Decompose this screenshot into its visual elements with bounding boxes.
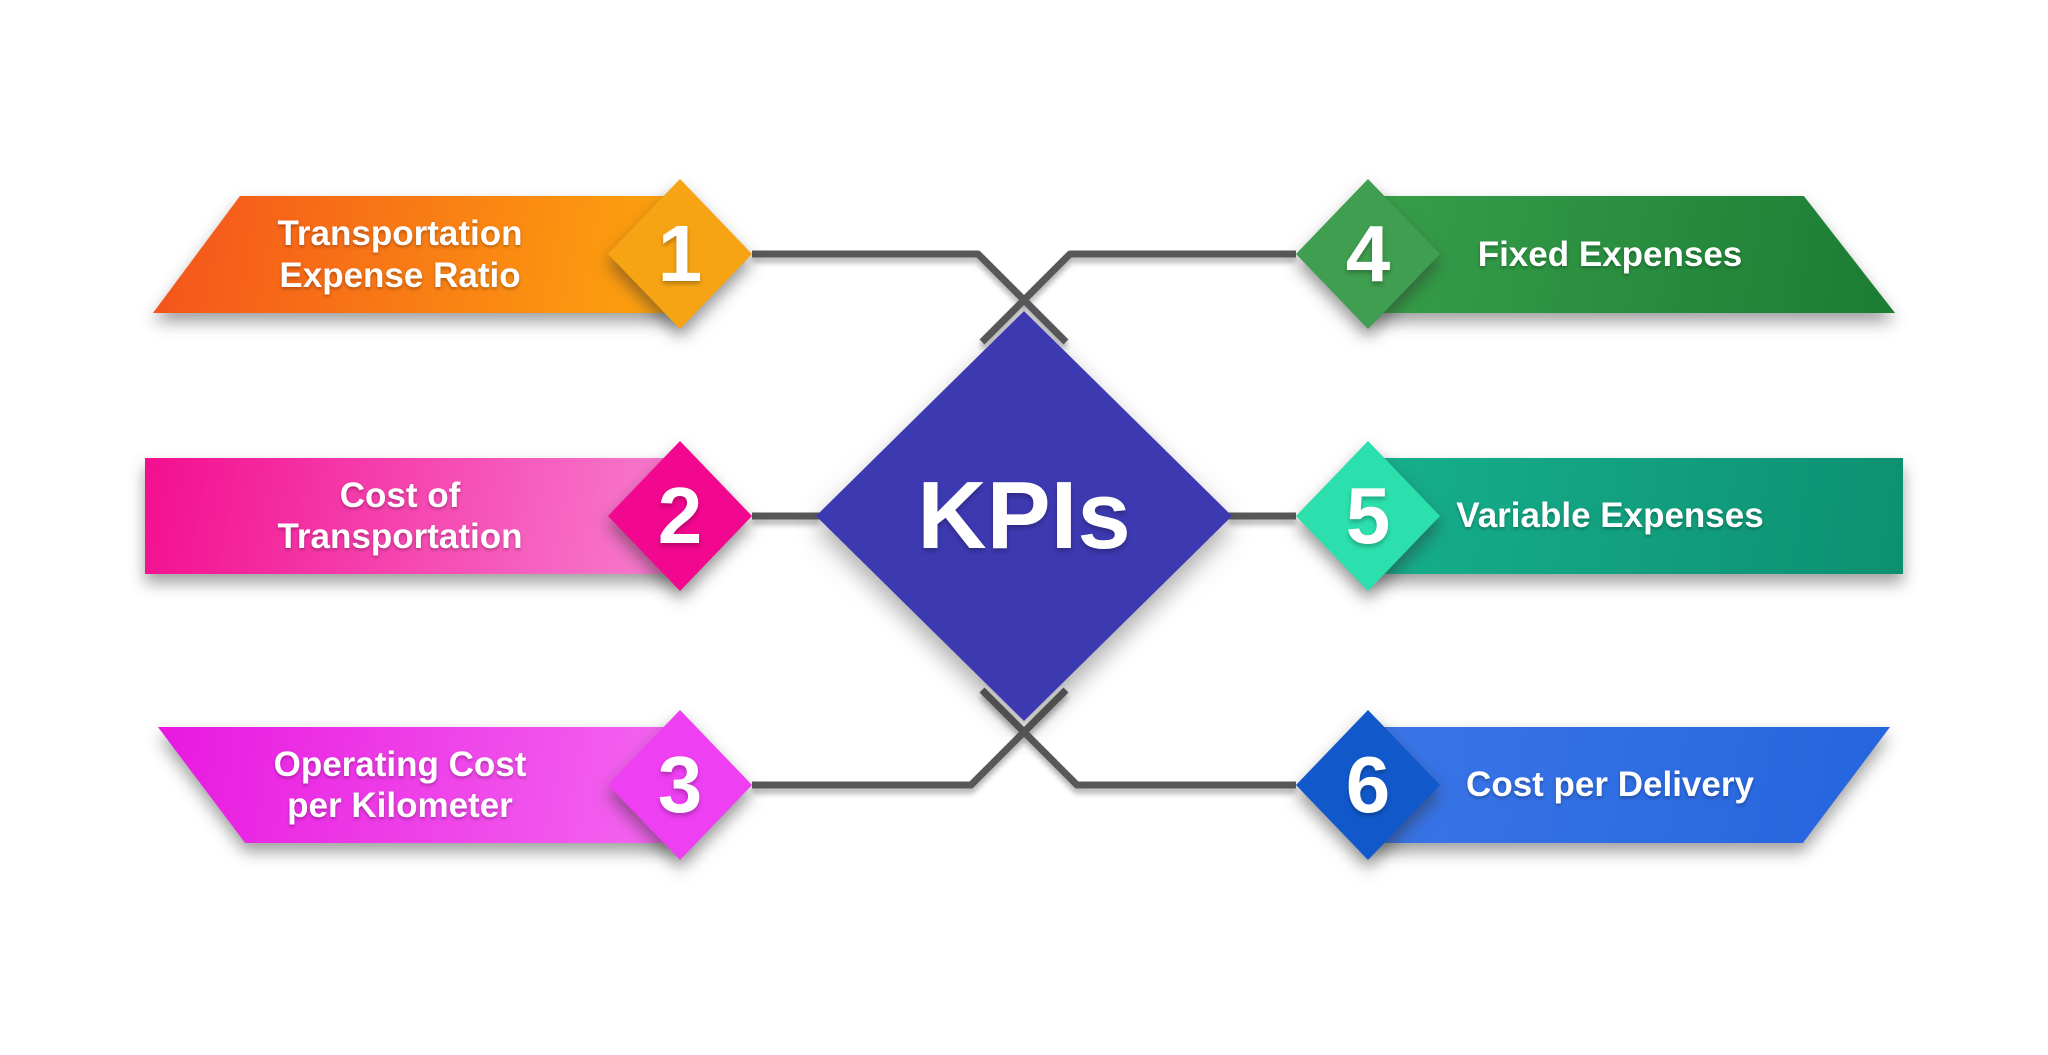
item-3-label: Operating Cost per Kilometer <box>273 744 527 825</box>
item-3-number: 3 <box>657 740 703 829</box>
item-1-label: Transportation Expense Ratio <box>277 214 523 295</box>
item-1-banner <box>153 196 680 313</box>
item-3-number-diamond: 3 <box>608 710 752 860</box>
center-kpi-label: KPIs <box>917 462 1131 569</box>
item-4-banner <box>1368 196 1895 313</box>
item-5-label: Variable Expenses <box>1456 496 1764 536</box>
connector-item-4 <box>979 250 1296 345</box>
connector-item-1 <box>752 250 1069 345</box>
item-4-number-diamond: 4 <box>1296 179 1440 329</box>
item-6-number: 6 <box>1345 740 1391 829</box>
item-5-number-diamond: 5 <box>1296 441 1440 591</box>
item-2-banner <box>145 458 680 574</box>
item-2-number: 2 <box>657 471 703 560</box>
item-3-banner <box>158 727 680 843</box>
item-6-number-diamond: 6 <box>1296 710 1440 860</box>
item-1-number: 1 <box>657 209 703 298</box>
item-6-label: Cost per Delivery <box>1466 765 1754 805</box>
item-2-number-diamond: 2 <box>608 441 752 591</box>
item-2-label: Cost of Transportation <box>277 475 523 556</box>
item-4-label: Fixed Expenses <box>1477 234 1743 274</box>
item-5-number: 5 <box>1345 471 1391 560</box>
center-kpi-diamond: KPIs <box>816 311 1232 721</box>
connector-item-6 <box>979 687 1296 789</box>
item-5-banner <box>1368 458 1903 574</box>
item-1-number-diamond: 1 <box>608 179 752 329</box>
item-4-number: 4 <box>1345 209 1391 298</box>
connector-item-3 <box>752 687 1069 789</box>
item-6-banner <box>1368 727 1890 843</box>
